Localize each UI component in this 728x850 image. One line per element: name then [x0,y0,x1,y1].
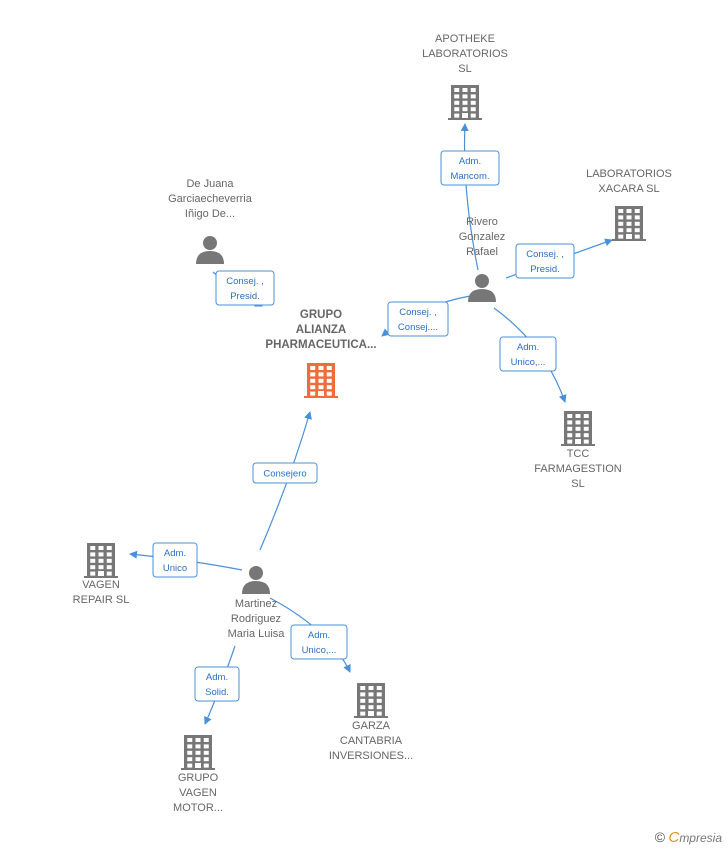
edge-martinez-to-garza: Adm. Unico,... [269,597,351,673]
node-label: INVERSIONES... [329,750,413,762]
edge-label-text: Adm. [164,548,186,559]
edge-label-text: Adm. [517,342,539,353]
node-label: PHARMACEUTICA... [265,339,376,351]
edge-label-text: Consej.... [398,322,438,333]
edge-label-box[interactable] [499,336,557,372]
node-label: GRUPO [178,772,219,784]
node-label: Maria Luisa [228,628,286,640]
node-label: Garciaecheverria [168,193,253,205]
node-label: GARZA [352,720,391,732]
node-label: TCC [567,448,590,460]
edge-label-text: Adm. [308,630,330,641]
node-apotheke[interactable]: APOTHEKE LABORATORIOS SL [422,33,508,120]
brand-name: mpresia [679,831,722,845]
node-label: XACARA SL [598,183,659,195]
edge-rivero-to-xacara: Consej. , Presid. [505,238,613,279]
node-grupo_alianza[interactable]: GRUPO ALIANZA PHARMACEUTICA... [265,309,377,398]
building-icon[interactable] [354,683,388,718]
node-label: APOTHEKE [435,33,495,45]
node-label: Gonzalez [459,231,505,243]
building-icon[interactable] [304,363,338,398]
edge-label-text: Adm. [206,672,228,683]
nodes-layer: GRUPO ALIANZA PHARMACEUTICA... APOTHEKE LABO… [73,33,672,814]
node-label: MOTOR... [173,802,223,814]
edge-label-box[interactable] [194,666,240,702]
node-label: Iñigo De... [185,208,235,220]
edge-rivero-to-apotheke: Adm. Mancom. [440,123,500,271]
edge-label-box[interactable] [387,301,449,337]
edge-martinez-to-vagen_repair: Adm. Unico [129,542,243,578]
edge-martinez-to-grupo_alianza: Consejero [252,411,318,551]
edge-label-text: Unico,... [511,357,546,368]
node-label: LABORATORIOS [422,48,508,60]
edges-layer: Adm.Mancom.Consej. ,Presid.Consej. ,Cons… [129,123,613,725]
node-label: Martinez [235,598,277,610]
edge-label-text: Consej. , [399,307,437,318]
edge-label-text: Consejero [263,469,306,480]
edge-rivero-to-grupo_alianza: Consej. , Consej.... [381,295,471,337]
node-label: SL [571,478,584,490]
edge-label-text: Presid. [230,291,260,302]
node-vagen_repair[interactable]: VAGEN REPAIR SL [73,543,130,606]
node-vagen_motor[interactable]: GRUPO VAGEN MOTOR... [173,735,223,814]
edge-label-box[interactable] [440,150,500,186]
node-label: VAGEN [179,787,217,799]
node-label: CANTABRIA [340,735,403,747]
edge-label-text: Unico [163,563,187,574]
edge-label-text: Mancom. [450,171,489,182]
building-icon[interactable] [448,85,482,120]
node-label: REPAIR SL [73,594,130,606]
person-icon[interactable] [468,274,496,302]
edge-line [460,123,479,271]
building-icon[interactable] [84,543,118,578]
node-label: De Juana [186,178,234,190]
edge-label-text: Adm. [459,156,481,167]
edge-label-text: Unico,... [302,645,337,656]
building-icon[interactable] [612,206,646,241]
node-label: Rafael [466,246,498,258]
edge-rivero-to-tcc: Adm. Unico,... [493,307,567,403]
copyright-symbol: © [654,829,666,845]
edge-label-text: Consej. , [526,249,564,260]
person-icon[interactable] [196,236,224,264]
edge-label-text: Consej. , [226,276,264,287]
edge-martinez-to-vagen_motor: Adm. Solid. [194,645,240,725]
edge-label-text: Solid. [205,687,229,698]
node-garza[interactable]: GARZA CANTABRIA INVERSIONES... [329,683,413,762]
edge-de_juana-to-grupo_alianza: Consej. , Presid. [212,270,275,307]
node-label: GRUPO [300,309,342,321]
edge-label-text: Presid. [530,264,560,275]
edge-label-box[interactable] [152,542,198,578]
edge-label-box[interactable] [215,270,275,306]
brand-logo: © Cmpresia [655,829,722,846]
building-icon[interactable] [181,735,215,770]
node-tcc[interactable]: TCC FARMAGESTION SL [534,411,622,490]
edge-label-box[interactable] [515,243,575,279]
building-icon[interactable] [561,411,595,446]
brand-initial: C [668,829,680,846]
node-label: LABORATORIOS [586,168,672,180]
node-label: Rodriguez [231,613,281,625]
node-label: SL [458,63,471,75]
node-label: Rivero [466,216,498,228]
person-icon[interactable] [242,566,270,594]
edge-label-box[interactable] [252,462,318,484]
edge-label-box[interactable] [290,624,348,660]
node-label: ALIANZA [296,324,346,336]
node-label: VAGEN [82,579,120,591]
node-xacara[interactable]: LABORATORIOS XACARA SL [586,168,672,241]
node-label: FARMAGESTION [534,463,621,475]
